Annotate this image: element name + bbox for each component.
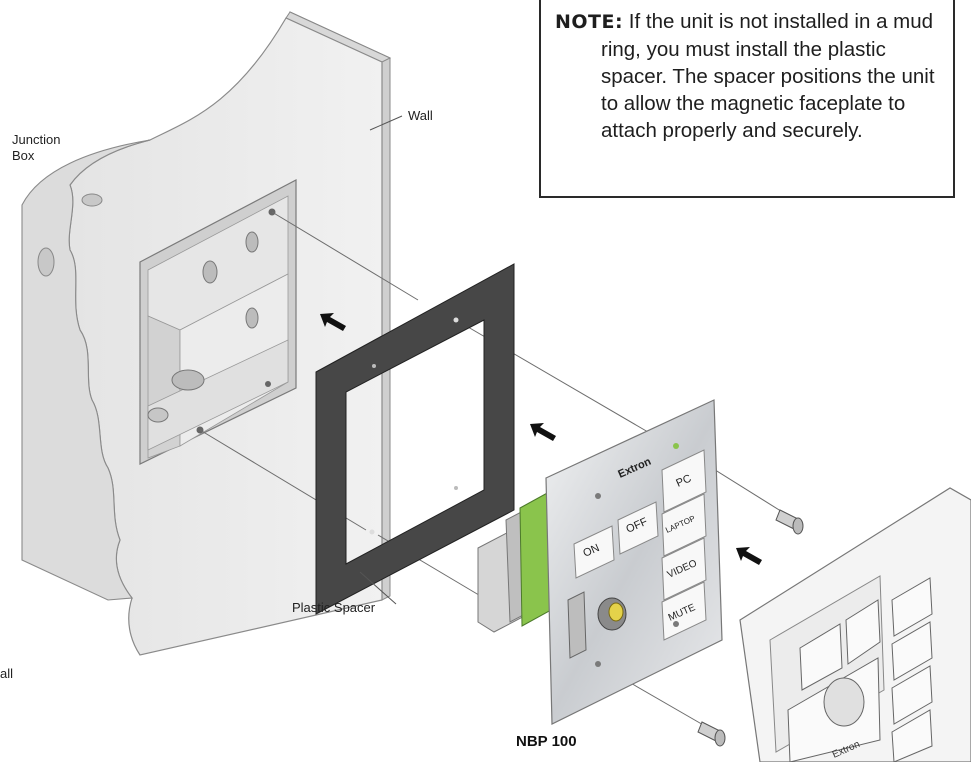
screw-icon — [697, 509, 804, 747]
wall — [21, 11, 392, 656]
wall-label: Wall — [408, 108, 433, 123]
note-box: NOTE: If the unit is not installed in a … — [539, 0, 955, 198]
note-text: NOTE: If the unit is not installed in a … — [555, 8, 941, 144]
model-label: NBP 100 — [516, 733, 577, 750]
spacer-leader — [359, 571, 397, 605]
note-body: If the unit is not installed in a mud ri… — [601, 10, 935, 142]
plastic-spacer — [315, 263, 515, 615]
nbp100-device: ON OFF PC LAPTOP VIDEO MUTE Extron — [477, 399, 723, 725]
btn-pc-label: PC — [674, 473, 693, 490]
junction-box-label-line1: Junction — [12, 132, 61, 147]
junction-box-label: Junction Box — [12, 132, 60, 164]
magnetic-faceplate: Extron — [739, 487, 971, 762]
arrow-icon — [320, 313, 762, 565]
wall-leader — [369, 115, 403, 131]
edge-label-fragment: all — [0, 666, 14, 681]
note-heading: NOTE: — [555, 11, 624, 33]
junction-box-label-line2: Box — [12, 148, 35, 163]
plastic-spacer-label: Plastic Spacer — [292, 600, 376, 615]
